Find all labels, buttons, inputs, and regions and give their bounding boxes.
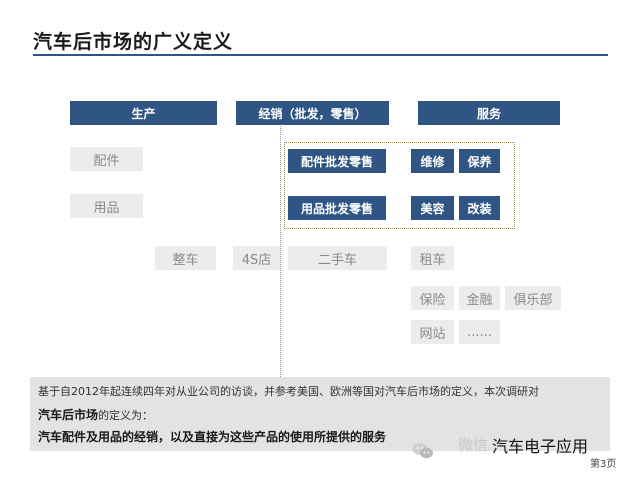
item-more: ...... <box>459 320 500 344</box>
item-repair: 维修 <box>411 149 454 173</box>
item-parts: 配件 <box>70 147 143 171</box>
definition-intro: 基于自2012年起连续四年对从业公司的访谈，并参考美国、欧洲等国对汽车后市场的定… <box>38 385 539 398</box>
item-insurance: 保险 <box>411 286 454 310</box>
header-distribution: 经销（批发，零售） <box>236 101 389 125</box>
definition-statement: 汽车配件及用品的经销，以及直接为这些产品的使用所提供的服务 <box>38 430 387 444</box>
core-scope-box <box>284 142 515 229</box>
title-underline <box>33 54 608 56</box>
item-rental: 租车 <box>411 246 454 270</box>
watermark-brand: 汽车电子应用 <box>492 437 589 456</box>
definition-term-suffix: 的定义为： <box>98 409 154 422</box>
item-maintenance: 保养 <box>459 149 500 173</box>
definition-term: 汽车后市场 <box>38 408 99 422</box>
item-finance: 金融 <box>459 286 500 310</box>
item-vehicle: 整车 <box>155 246 216 270</box>
header-production: 生产 <box>70 101 217 125</box>
header-service: 服务 <box>418 101 560 125</box>
divider-line <box>280 126 281 377</box>
item-supplies-wholesale-retail: 用品批发零售 <box>288 196 386 220</box>
page-title: 汽车后市场的广义定义 <box>33 31 234 53</box>
watermark-faint-text: 微信 <box>458 436 489 454</box>
definition-panel <box>30 377 610 451</box>
item-modification: 改装 <box>459 196 500 220</box>
item-website: 网站 <box>411 320 454 344</box>
item-beauty: 美容 <box>411 196 454 220</box>
item-parts-wholesale-retail: 配件批发零售 <box>288 149 386 173</box>
page-number: 第3页 <box>590 459 617 470</box>
definition-term-line: 汽车后市场的定义为： <box>38 406 153 423</box>
item-club: 俱乐部 <box>505 286 561 310</box>
item-used-car: 二手车 <box>288 246 387 270</box>
wechat-icon <box>412 442 434 460</box>
item-4s-dealer: 4S店 <box>233 246 280 270</box>
item-supplies: 用品 <box>70 194 143 218</box>
